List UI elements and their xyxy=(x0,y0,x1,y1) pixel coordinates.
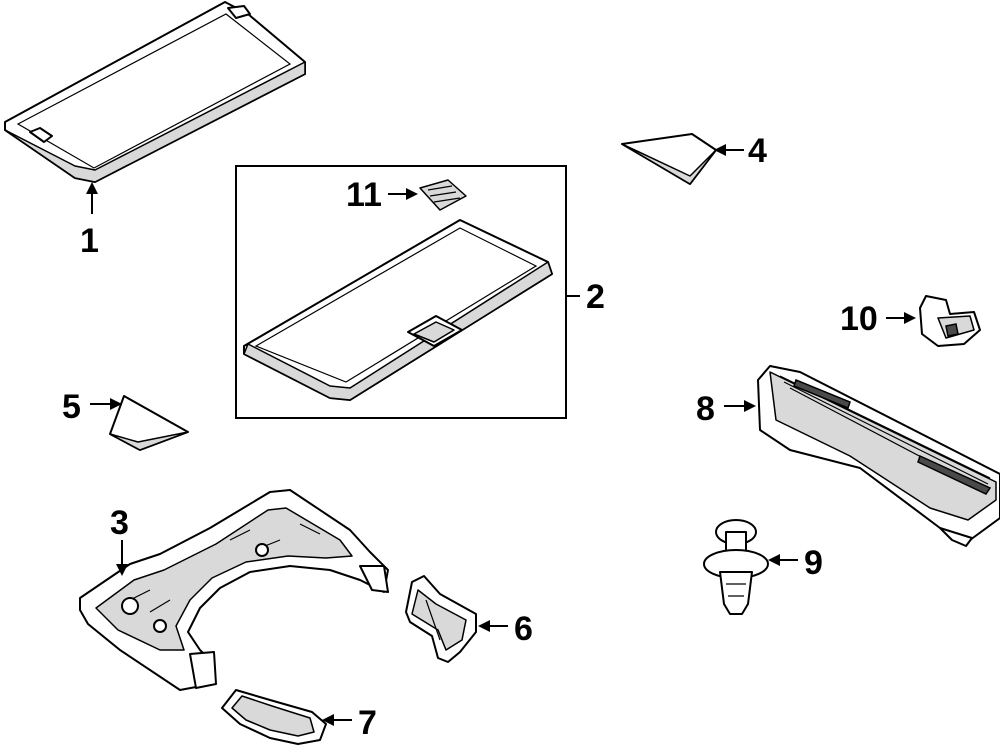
callout-8: 8 xyxy=(696,390,715,428)
callout-6: 6 xyxy=(514,610,533,648)
callout-2: 2 xyxy=(586,278,605,316)
part-8-trim-panel xyxy=(757,365,1000,547)
part-11-clip xyxy=(419,179,467,211)
callout-7: 7 xyxy=(358,704,377,742)
callout-11: 11 xyxy=(346,176,382,214)
part-6-side-bracket xyxy=(405,575,477,663)
callout-1: 1 xyxy=(80,222,99,260)
callout-9: 9 xyxy=(804,544,823,582)
part-5-filler xyxy=(109,395,189,451)
part-2-cargo-cover xyxy=(243,219,553,401)
callout-3: 3 xyxy=(110,504,129,542)
part-4-filler xyxy=(621,133,717,185)
callout-4: 4 xyxy=(748,132,767,170)
part-2-bracket-box xyxy=(235,165,567,419)
part-3-storage-tray xyxy=(79,489,389,691)
part-10-bracket xyxy=(919,295,981,347)
callout-10: 10 xyxy=(840,300,878,338)
part-7-lower-bracket xyxy=(221,689,327,745)
part-9-push-clip xyxy=(703,519,769,615)
part-1-floor-panel xyxy=(4,1,306,183)
callout-5: 5 xyxy=(62,388,81,426)
